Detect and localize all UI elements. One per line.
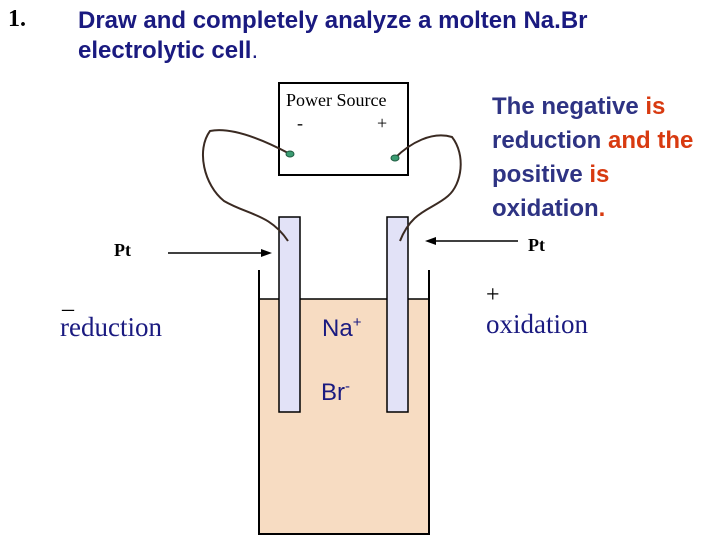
positive-wire	[394, 134, 462, 242]
question-number: 1.	[8, 6, 26, 32]
power-source-plus: +	[377, 113, 388, 133]
power-source-label: Power Source	[286, 90, 387, 110]
left-arrowhead	[261, 249, 272, 257]
question-line-2: electrolytic cell.	[78, 36, 638, 66]
cathode-sign: _	[62, 288, 74, 314]
note-word-and-the: and the	[608, 127, 694, 154]
note-word-negative: negative	[541, 93, 639, 120]
note-word-is-1: is	[645, 93, 666, 120]
beaker	[258, 270, 430, 535]
bromide-ion: Br-	[321, 378, 350, 407]
note-word-oxidation: oxidation	[492, 195, 599, 222]
left-electrode-label: Pt	[114, 240, 131, 260]
question-line-1: Draw and completely analyze a molten Na.…	[78, 7, 588, 34]
question-text: Draw and completely analyze a molten Na.…	[78, 6, 638, 66]
cathode-process: reduction	[60, 312, 162, 342]
anion-charge: -	[345, 378, 350, 395]
electrode-note: The negative is reduction and the positi…	[492, 90, 720, 226]
anion-symbol: Br	[321, 379, 345, 406]
positive-terminal	[390, 154, 400, 162]
question-line-2-main: electrolytic cell	[78, 37, 252, 64]
cation-charge: +	[352, 314, 362, 331]
left-electrode	[278, 216, 301, 413]
right-electrode-label: Pt	[528, 235, 545, 255]
anode-sign: +	[486, 282, 500, 308]
note-word-is-2: is	[589, 161, 610, 188]
right-arrowhead	[425, 237, 436, 245]
anode-process: oxidation	[486, 309, 588, 339]
note-word-the: The	[492, 93, 535, 120]
right-electrode	[386, 216, 409, 413]
cation-symbol: Na	[322, 315, 353, 342]
note-word-positive: positive	[492, 161, 583, 188]
negative-wire	[202, 129, 291, 242]
power-source-minus: -	[297, 113, 303, 133]
sodium-ion: Na+	[322, 314, 361, 343]
negative-terminal	[285, 150, 295, 158]
question-line-2-end: .	[251, 37, 259, 64]
note-period: .	[598, 195, 606, 222]
power-source-box	[278, 82, 409, 176]
note-word-reduction: reduction	[492, 127, 602, 154]
